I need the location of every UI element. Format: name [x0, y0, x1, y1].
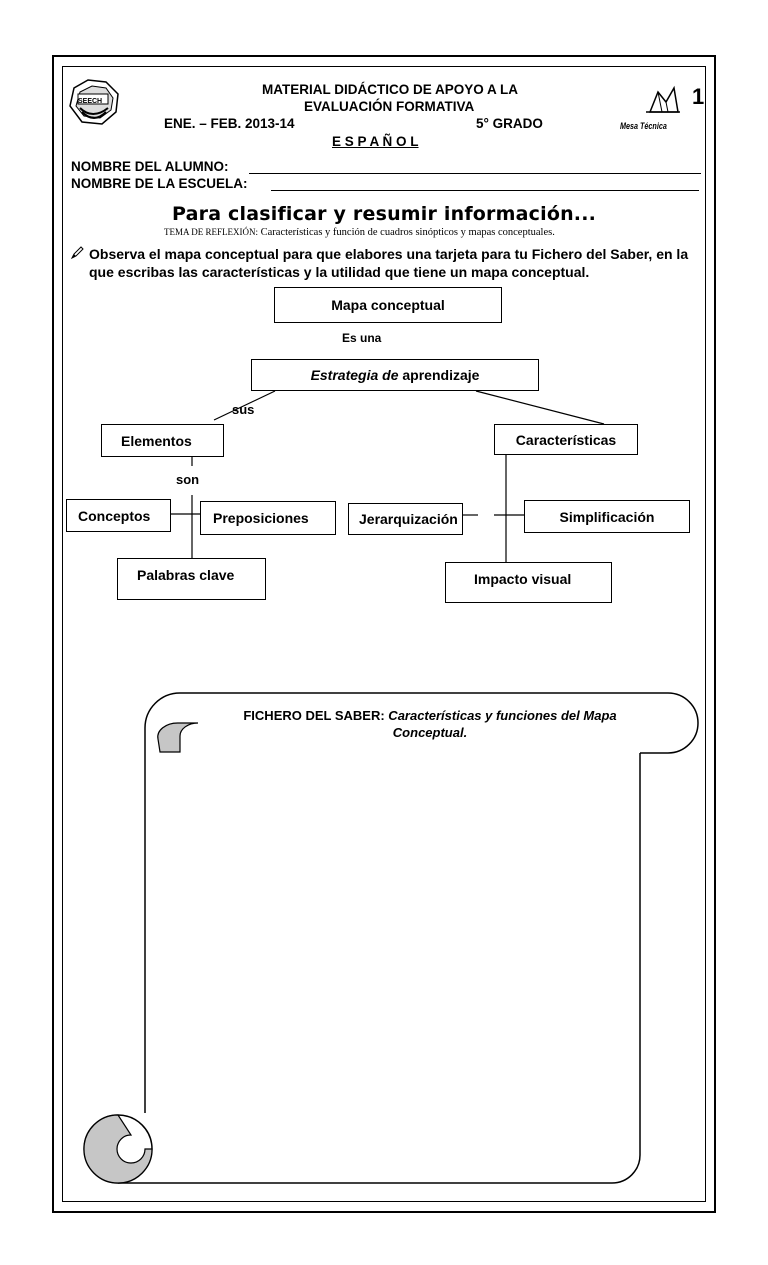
- alumno-field[interactable]: [249, 173, 701, 174]
- mesa-tecnica-logo: [646, 85, 680, 113]
- node-estrategia: Estrategia de aprendizaje: [251, 359, 539, 391]
- fichero-label: FICHERO DEL SABER:: [243, 708, 385, 723]
- header-line1: MATERIAL DIDÁCTICO DE APOYO A LA: [262, 82, 518, 97]
- escuela-label: NOMBRE DE LA ESCUELA:: [71, 176, 248, 191]
- node-jerarquizacion: Jerarquización: [348, 503, 463, 535]
- fichero-writing-area[interactable]: [150, 760, 634, 1178]
- fichero-text: Características y funciones del Mapa Con…: [384, 708, 617, 740]
- tema-reflexion: Tema de reflexión: Características y fun…: [164, 227, 555, 238]
- node-palabras-clave: Palabras clave: [117, 558, 266, 600]
- tema-text: Características y función de cuadros sin…: [258, 227, 555, 238]
- link-es-una: Es una: [342, 331, 382, 345]
- header-grade: 5° GRADO: [476, 116, 543, 131]
- node-caracteristicas: Características: [494, 424, 638, 455]
- link-sus: sus: [232, 402, 255, 417]
- node-impacto-visual: Impacto visual: [445, 562, 612, 603]
- header-period: ENE. – FEB. 2013-14: [164, 116, 295, 131]
- tema-label: Tema de reflexión:: [164, 227, 258, 237]
- concept-map-connectors: [170, 390, 605, 568]
- page-outer-border: [52, 55, 716, 1213]
- pencil-icon: [70, 246, 84, 260]
- node-elementos: Elementos: [101, 424, 224, 457]
- node-conceptos: Conceptos: [66, 499, 171, 532]
- instruction-text: Observa el mapa conceptual para que elab…: [89, 246, 689, 280]
- seech-logo: [69, 79, 119, 125]
- alumno-label: NOMBRE DEL ALUMNO:: [71, 159, 229, 174]
- page-inner-border: [62, 66, 706, 1202]
- strategy-italic: Estrategia de: [310, 367, 399, 383]
- node-preposiciones: Preposiciones: [200, 501, 336, 535]
- seech-logo-text: SEECH: [78, 98, 103, 105]
- page-title: Para clasificar y resumir información...: [172, 203, 597, 225]
- escuela-field[interactable]: [271, 190, 699, 191]
- header-line2: EVALUACIÓN FORMATIVA: [304, 99, 475, 114]
- node-mapa-conceptual: Mapa conceptual: [274, 287, 502, 323]
- header-subject: E S P A Ñ O L: [332, 134, 419, 149]
- link-son: son: [176, 472, 200, 487]
- node-simplificacion: Simplificación: [524, 500, 690, 533]
- strategy-normal: aprendizaje: [398, 367, 480, 383]
- page-number: 1: [692, 84, 705, 109]
- mesa-tecnica-text: Mesa Técnica: [620, 121, 667, 131]
- fichero-heading: FICHERO DEL SABER: Características y fun…: [224, 707, 636, 741]
